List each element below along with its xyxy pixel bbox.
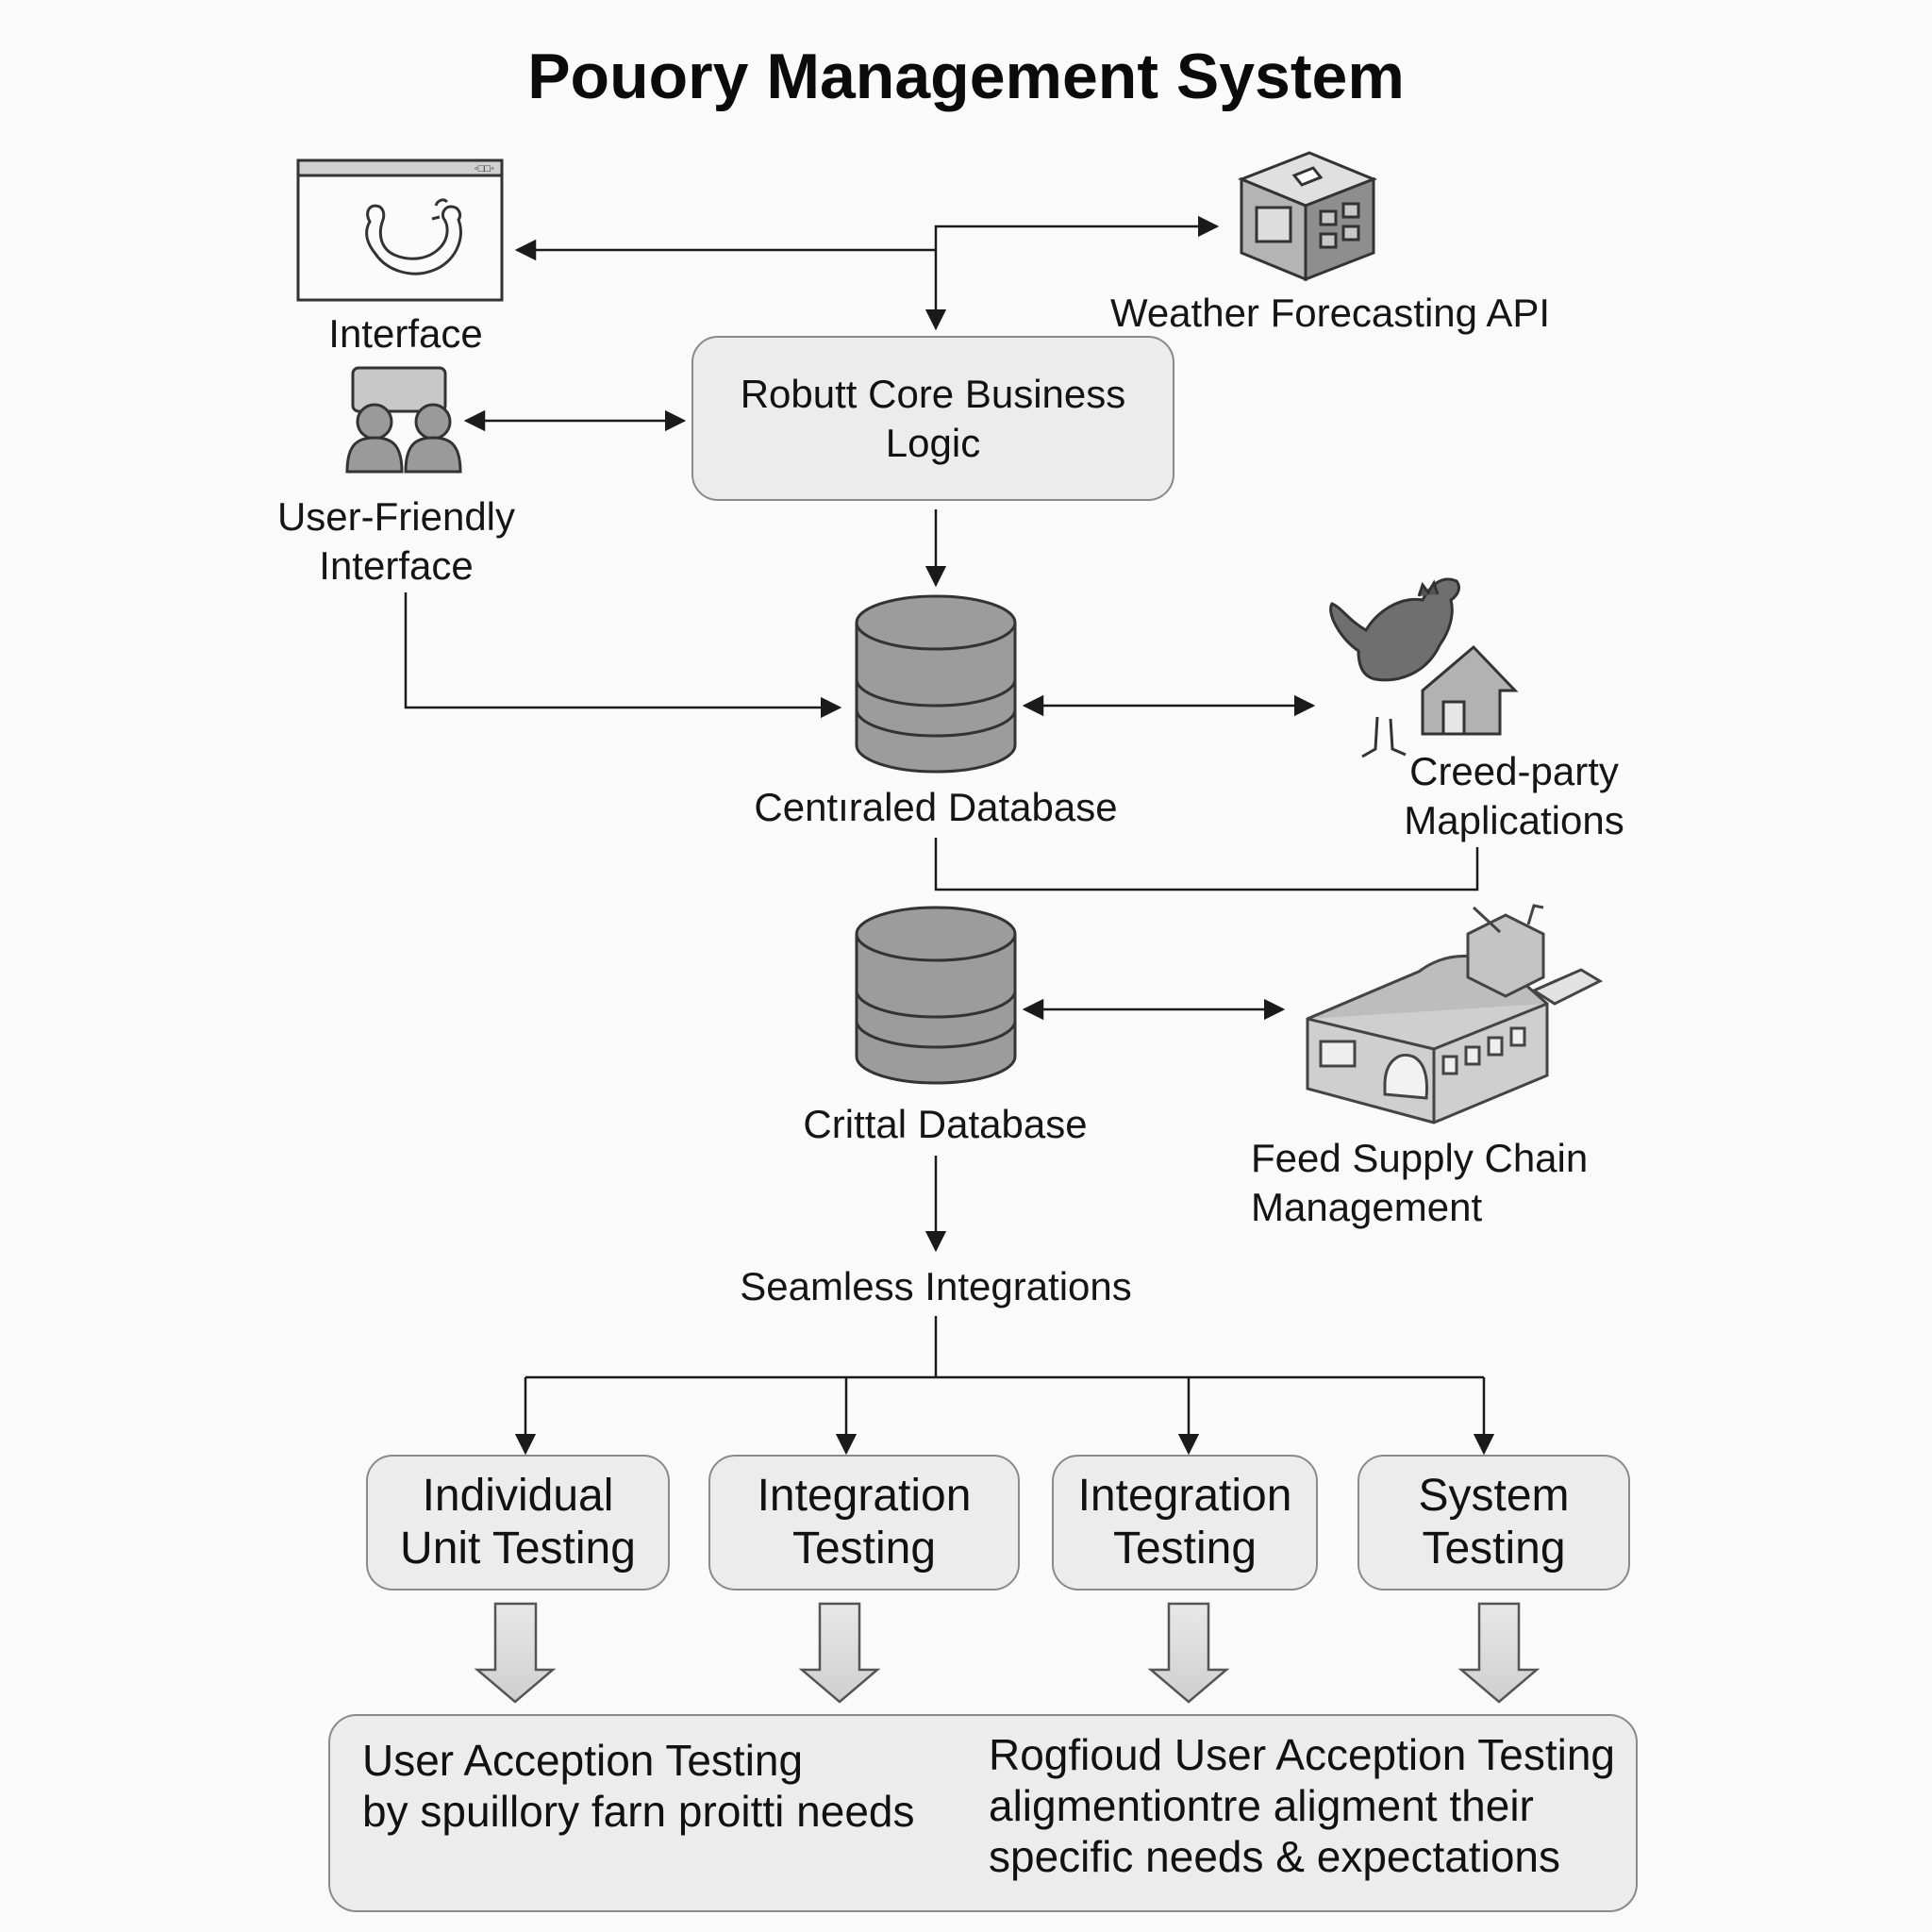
database-icon: [855, 594, 1017, 774]
feed-supply-chain-label: Feed Supply Chain Management: [1251, 1136, 1589, 1229]
page-title: Pouory Management System: [527, 41, 1405, 112]
test-box-integration-2[interactable]: Integration Testing: [1052, 1455, 1318, 1591]
test-box-integration-1[interactable]: Integration Testing: [708, 1455, 1020, 1591]
farm-building-icon: [1306, 904, 1604, 1124]
api-cube-icon: [1237, 151, 1378, 282]
connector-core-to-weather-api: [934, 215, 1220, 250]
test-box-label: System Testing: [1418, 1471, 1570, 1574]
acceptance-testing-box[interactable]: User Acception Testing by spuillory farn…: [328, 1714, 1638, 1912]
browser-chicken-icon: ◦□□◦: [296, 158, 504, 302]
interface-label: Interface: [328, 311, 483, 356]
acceptance-left-text: User Acception Testing by spuillory farn…: [362, 1736, 915, 1836]
test-box-label: Integration Testing: [1077, 1471, 1292, 1574]
users-icon: [345, 366, 462, 474]
connector-db-bracket: [934, 838, 1479, 891]
hollow-arrow-1: [474, 1602, 557, 1704]
seamless-integrations-label: Seamless Integrations: [740, 1264, 1132, 1308]
test-box-label: Individual Unit Testing: [400, 1471, 636, 1574]
third-party-applications-label: Creed-party Maplications: [1404, 749, 1624, 842]
connector-ui-to-db: [404, 592, 842, 719]
hollow-arrow-3: [1147, 1602, 1230, 1704]
chicken-house-icon: [1329, 577, 1519, 758]
user-friendly-interface-label: User-Friendly Interface: [276, 494, 516, 588]
acceptance-right-text: Rogfioud User Acception Testing aligment…: [989, 1730, 1615, 1881]
hollow-arrow-4: [1457, 1602, 1541, 1704]
database-icon: [855, 906, 1017, 1085]
test-box-system[interactable]: System Testing: [1357, 1455, 1630, 1591]
critical-database-label: Crittal Database: [803, 1102, 1088, 1146]
core-business-logic-label: Robutt Core Business Logic: [740, 371, 1126, 465]
centraled-database-label: Centıraled Database: [754, 785, 1118, 829]
test-box-label: Integration Testing: [757, 1471, 972, 1574]
browser-controls: ◦□□◦: [475, 163, 494, 175]
hollow-arrow-2: [798, 1602, 881, 1704]
weather-api-label: Weather Forecasting API: [1109, 291, 1551, 335]
test-box-unit[interactable]: Individual Unit Testing: [366, 1455, 670, 1591]
core-business-logic-box[interactable]: Robutt Core Business Logic: [691, 336, 1174, 501]
